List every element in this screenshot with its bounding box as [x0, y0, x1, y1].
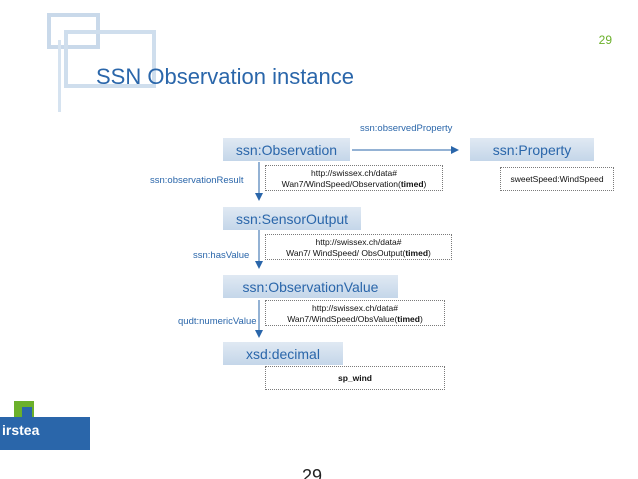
footer-page-number: 29	[302, 466, 323, 479]
instance-observation-suffix: )	[423, 179, 427, 189]
label-observed-property: ssn:observedProperty	[360, 123, 453, 134]
node-ssn-observation-value: ssn:ObservationValue	[223, 275, 398, 298]
instance-obs-value-line1: http://swissex.ch/data#	[312, 303, 398, 313]
instance-observation-value: http://swissex.ch/data# Wan7/WindSpeed/O…	[265, 300, 445, 326]
instance-obs-value-prefix: Wan7/WindSpeed/ObsValue(	[287, 314, 398, 324]
irstea-logo-text: irstea	[2, 422, 40, 438]
label-has-value: ssn:hasValue	[193, 250, 250, 261]
decorative-frame-line	[58, 40, 70, 112]
instance-obs-value-suffix: )	[419, 314, 423, 324]
instance-sensor-output: http://swissex.ch/data# Wan7/ WindSpeed/…	[265, 234, 452, 260]
instance-sensor-output-line2: Wan7/ WindSpeed/ ObsOutput(timed)	[266, 248, 451, 259]
instance-observation: http://swissex.ch/data# Wan7/WindSpeed/O…	[265, 165, 443, 191]
instance-sensor-output-prefix: Wan7/ WindSpeed/ ObsOutput(	[286, 248, 406, 258]
node-ssn-property: ssn:Property	[470, 138, 594, 161]
decorative-frame-large	[64, 30, 156, 88]
slide-title: SSN Observation instance	[96, 64, 355, 89]
instance-decimal: sp_wind	[265, 366, 445, 390]
label-observation-result: ssn:observationResult	[150, 175, 244, 186]
instance-observation-line1: http://swissex.ch/data#	[311, 168, 397, 178]
instance-sensor-output-suffix: )	[428, 248, 431, 258]
instance-property: sweetSpeed:WindSpeed	[500, 167, 614, 191]
instance-observation-line2: Wan7/WindSpeed/Observation(timed)	[266, 179, 442, 190]
instance-observation-prefix: Wan7/WindSpeed/Observation(	[281, 179, 401, 189]
instance-obs-value-line2: Wan7/WindSpeed/ObsValue(timed)	[266, 314, 444, 325]
irstea-logo	[0, 401, 90, 450]
instance-sensor-output-line1: http://swissex.ch/data#	[315, 237, 402, 247]
node-ssn-sensor-output: ssn:SensorOutput	[223, 207, 361, 230]
instance-decimal-value: sp_wind	[337, 373, 372, 383]
node-ssn-observation: ssn:Observation	[223, 138, 350, 161]
label-numeric-value: qudt:numericValue	[178, 316, 257, 327]
instance-sensor-output-bold: timed	[405, 248, 429, 258]
node-xsd-decimal: xsd:decimal	[223, 342, 343, 365]
slide-page-number: 29	[598, 33, 612, 47]
instance-obs-value-bold: timed	[397, 314, 420, 324]
instance-observation-bold: timed	[400, 179, 424, 189]
